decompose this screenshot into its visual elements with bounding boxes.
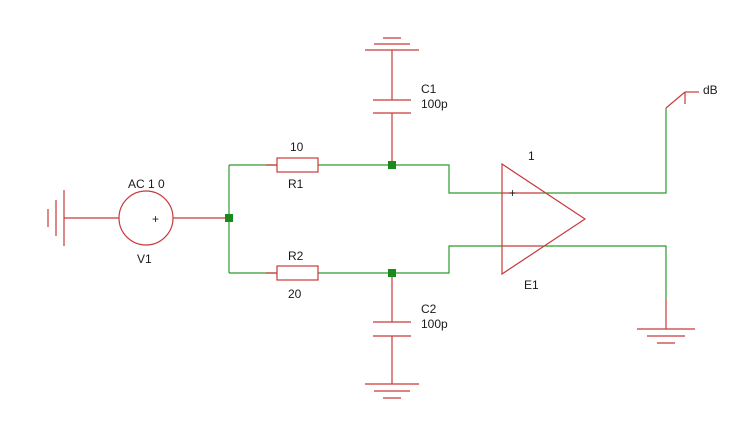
ground-symbol-c2 xyxy=(365,383,419,399)
wires xyxy=(228,108,667,300)
ac-voltage-source-v1 xyxy=(118,190,174,246)
resistor-r1 xyxy=(266,157,319,173)
nodes xyxy=(225,161,396,277)
labels: AC 1 0 V1 + 10 R1 R2 20 C1 100p C2 100p … xyxy=(128,82,718,331)
capacitor-c2 xyxy=(373,273,411,384)
amp-gain-label: 1 xyxy=(528,149,535,163)
node-source-junction xyxy=(225,214,233,222)
source-plus-sign: + xyxy=(152,212,159,226)
probe-label: dB xyxy=(703,83,718,97)
amp-name-label: E1 xyxy=(524,278,539,292)
wire-bottom-node-to-amp-minus xyxy=(392,245,502,274)
amplifier-e1 xyxy=(501,162,587,276)
r1-value-label: 10 xyxy=(290,140,304,154)
wire-amp-out-to-probe xyxy=(541,108,667,194)
node-top-junction xyxy=(388,161,396,169)
c2-name-label: C2 xyxy=(421,302,437,316)
source-value-label: AC 1 0 xyxy=(128,177,165,191)
r1-name-label: R1 xyxy=(288,177,304,191)
r2-value-label: 20 xyxy=(288,287,302,301)
components xyxy=(47,37,699,399)
ground-symbol-amp xyxy=(637,300,695,344)
node-bottom-junction xyxy=(388,269,396,277)
c1-value-label: 100p xyxy=(421,97,448,111)
amp-plus-sign: + xyxy=(509,186,516,200)
r2-name-label: R2 xyxy=(288,249,304,263)
wire-amp-ref-to-ground xyxy=(541,245,667,300)
wire-top-node-to-amp-plus xyxy=(392,164,502,194)
c2-value-label: 100p xyxy=(421,317,448,331)
resistor-r2 xyxy=(266,265,319,281)
source-name-label: V1 xyxy=(137,252,152,266)
c1-name-label: C1 xyxy=(421,82,437,96)
ground-symbol-c1 xyxy=(365,37,419,60)
ground-symbol-source xyxy=(47,190,65,246)
capacitor-c1 xyxy=(373,60,411,165)
db-probe-icon xyxy=(665,91,699,109)
